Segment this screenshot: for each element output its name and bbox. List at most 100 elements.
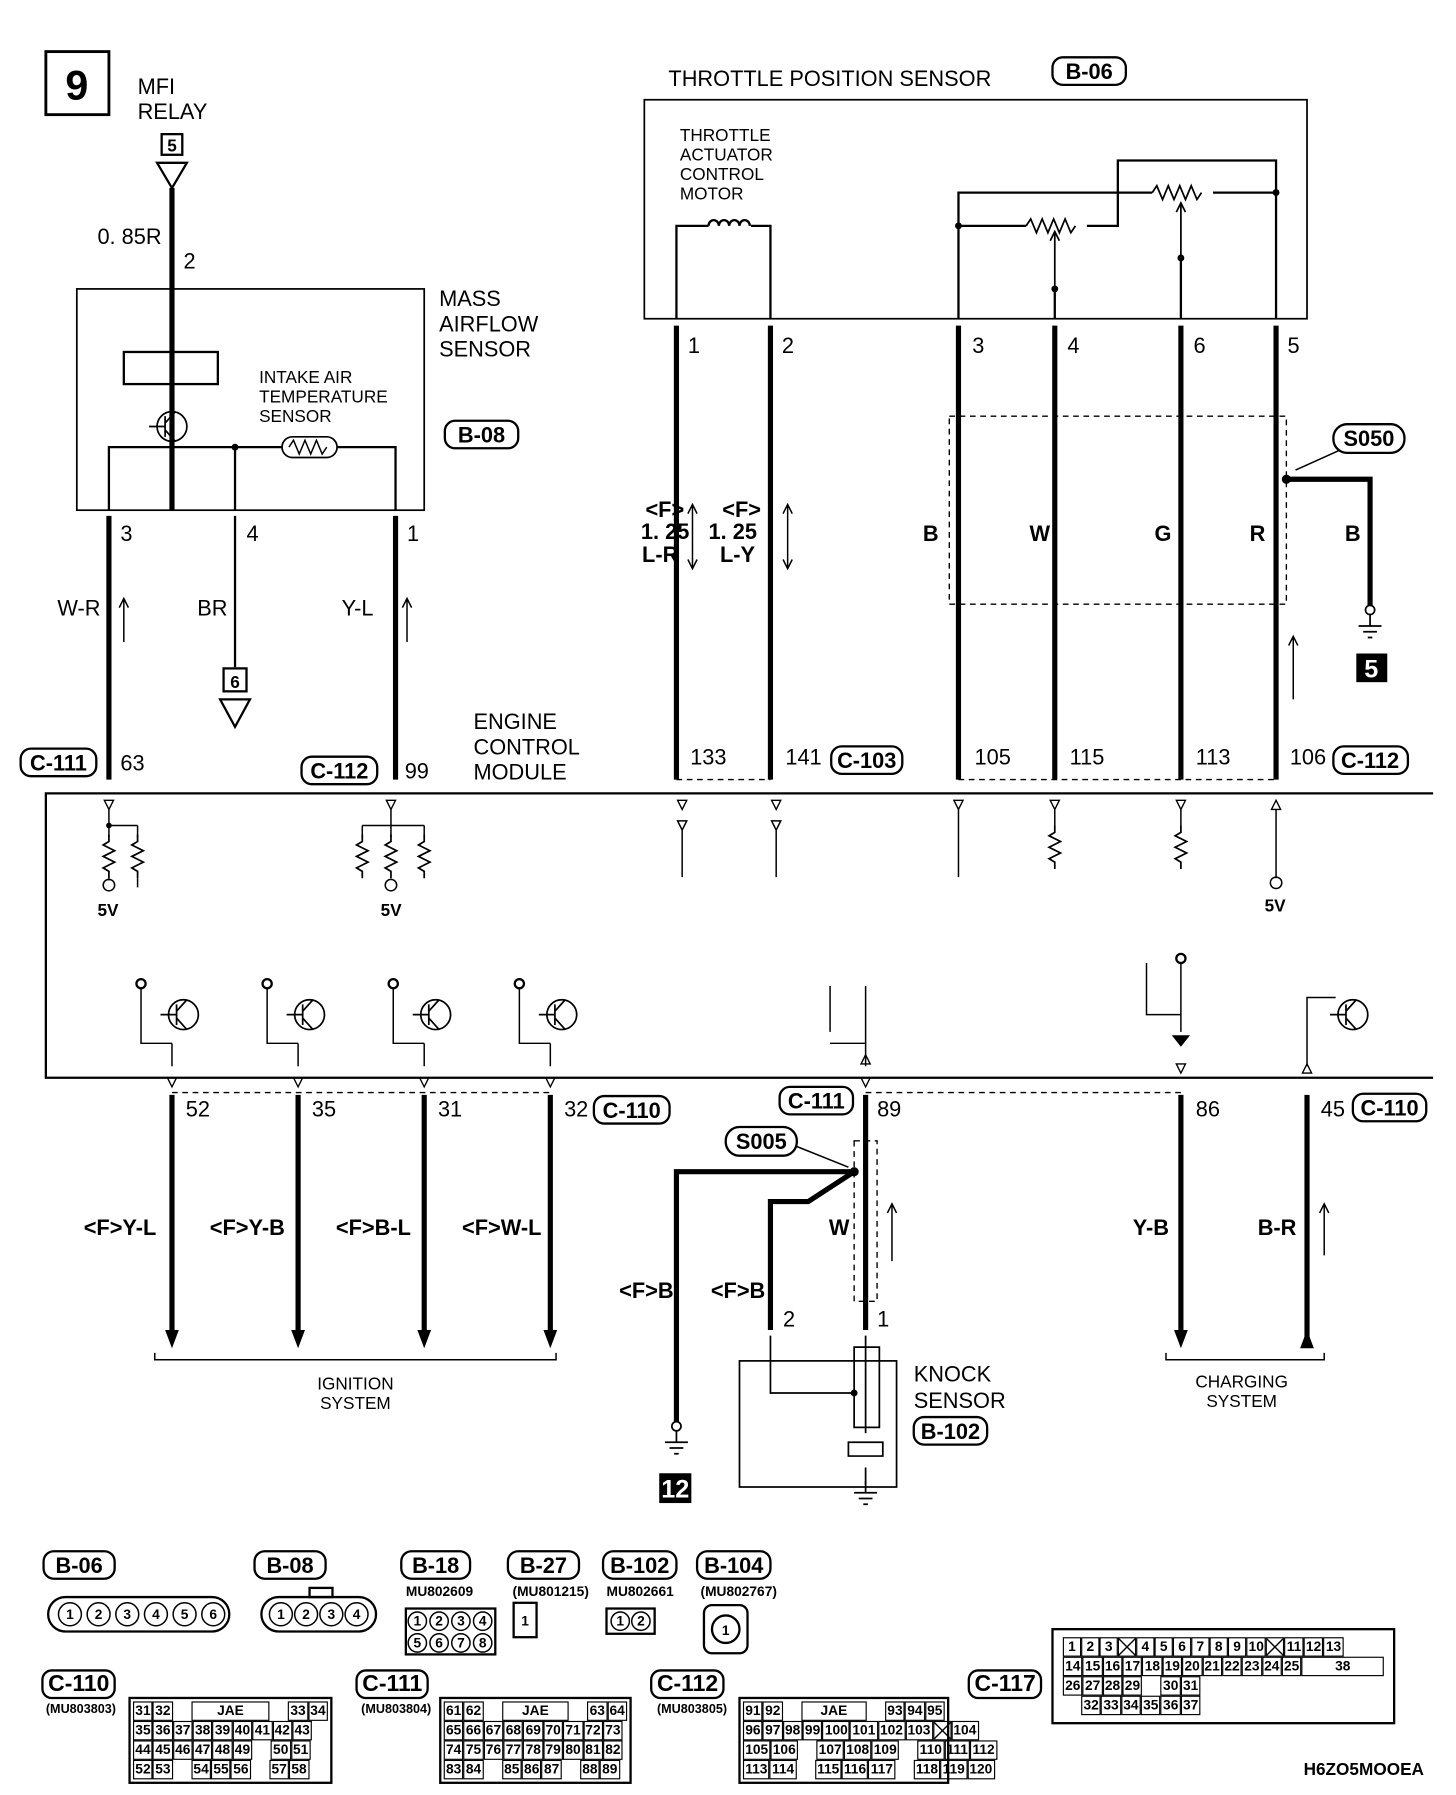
connector-c111-part: (MU803804) <box>361 1702 432 1717</box>
ecm-internal-circuits: 5V 5V 5V <box>97 798 1369 1089</box>
connector-cavity: 111 <box>944 1740 971 1760</box>
ecm-connector-c110: C-110 <box>592 1094 671 1125</box>
connector-pin <box>407 1611 428 1632</box>
connector-c111-label: C-111 <box>355 1669 430 1700</box>
connector-cavity: 107 <box>816 1740 844 1760</box>
ecm-connector-c111: C-111 <box>19 747 98 778</box>
connector-pin-number: 1 <box>277 1607 285 1622</box>
ecm-pin-45: 45 <box>1321 1097 1345 1122</box>
connector-cavity: 100 <box>822 1720 851 1741</box>
connector-cavity: 44 <box>132 1740 153 1760</box>
svg-text:B-08: B-08 <box>266 1553 313 1578</box>
potentiometer-icon <box>1151 183 1203 202</box>
connector-pin-number: 2 <box>302 1607 310 1622</box>
connector-cavity: 16 <box>1102 1656 1123 1677</box>
ecm-5v-label: 5V <box>97 900 119 920</box>
motor-label-2: ACTUATOR <box>680 145 773 165</box>
svg-text:C-111: C-111 <box>30 750 87 775</box>
ground-pin-6: 6 <box>230 672 240 692</box>
ecm-pin-113: 113 <box>1196 745 1231 770</box>
connector-cavity: 34 <box>1120 1695 1141 1716</box>
charging-label-2: SYSTEM <box>1206 1391 1277 1411</box>
connector-cavity: 101 <box>850 1720 878 1741</box>
mfi-relay-label: MFI <box>138 74 175 99</box>
wire-color-b-ground: B <box>1345 521 1361 546</box>
iat-label-3: SENSOR <box>259 406 332 426</box>
connector-b27-label: B-27 <box>506 1550 581 1580</box>
tps-connector-badge: B-06 <box>1051 56 1128 86</box>
connector-cavity: 112 <box>970 1740 997 1760</box>
wire-color-r: R <box>1250 521 1266 546</box>
connector-cavity: 116 <box>841 1759 869 1780</box>
connector-pin-number: 8 <box>479 1636 487 1651</box>
connector-cavity: 27 <box>1082 1676 1103 1696</box>
wire-color-y-b-ign: <F>Y-B <box>210 1215 285 1240</box>
tps-title: THROTTLE POSITION SENSOR <box>668 66 991 91</box>
ecm-label-2: CONTROL <box>474 734 580 759</box>
wire-color-y-l-ign: <F>Y-L <box>84 1215 157 1240</box>
connector-cavity: 18 <box>1142 1656 1163 1677</box>
connector-cavity: 81 <box>583 1740 603 1760</box>
cavity-gap <box>798 1740 816 1759</box>
connector-cavity: 69 <box>523 1720 544 1741</box>
splice-s005: S005 <box>724 1125 798 1157</box>
connector-pin <box>472 1611 493 1632</box>
svg-text:B-102: B-102 <box>610 1553 669 1578</box>
connector-cavity: 106 <box>770 1740 799 1760</box>
connector-cavity: 85 <box>501 1759 522 1780</box>
connector-pin-number: 4 <box>479 1614 487 1629</box>
connector-cavity: 50 <box>270 1740 291 1760</box>
connector-cavity: JAE <box>191 1701 270 1721</box>
connector-cavity: 45 <box>152 1740 173 1760</box>
ecm-pin-89: 89 <box>877 1097 901 1122</box>
connector-cavity: 57 <box>269 1759 290 1780</box>
page-number: 9 <box>65 63 88 109</box>
cavity-gap <box>783 1701 801 1720</box>
connector-cavity: 41 <box>252 1720 273 1741</box>
connector-cavity: 73 <box>602 1720 623 1741</box>
connector-cavity: 67 <box>483 1720 504 1741</box>
connector-pin-number: 7 <box>457 1636 465 1651</box>
connector-cavity: 83 <box>443 1759 464 1780</box>
maf-pin-1: 1 <box>407 521 419 546</box>
connector-cavity: 52 <box>132 1759 153 1780</box>
tps-pin-2: 2 <box>782 333 794 358</box>
ecm-pin-32: 32 <box>564 1097 588 1122</box>
svg-text:B-06: B-06 <box>56 1553 103 1578</box>
connector-cavity: 118 <box>913 1759 941 1780</box>
splice-s050: S050 <box>1332 423 1406 455</box>
connector-b18-label: B-18 <box>400 1550 472 1580</box>
connector-b102-label: B-102 <box>601 1550 678 1580</box>
connector-cavity: 8 <box>1209 1637 1228 1657</box>
ground-icon <box>853 1480 878 1506</box>
wire-color-b: B <box>923 521 939 546</box>
connector-pin-number: 3 <box>328 1607 336 1622</box>
connector-pin <box>429 1633 450 1653</box>
tps-pin-1: 1 <box>688 333 700 358</box>
connector-cavity: 80 <box>563 1740 584 1760</box>
connector-cavity: 37 <box>1180 1695 1201 1716</box>
cavity-gap <box>251 1760 269 1779</box>
connector-cavity: 89 <box>599 1759 620 1780</box>
connector-cavity: 92 <box>762 1701 783 1721</box>
connector-cavity: 1 <box>1062 1637 1082 1657</box>
ecm-pin-35: 35 <box>312 1097 336 1122</box>
knock-wires <box>673 1169 856 1422</box>
connector-b08-label: B-08 <box>253 1550 327 1580</box>
cavity-gap <box>895 1760 913 1779</box>
svg-text:B-06: B-06 <box>1066 59 1113 84</box>
motor-label-3: CONTROL <box>680 164 764 184</box>
mfi-relay-label-2: RELAY <box>138 99 208 124</box>
connector-cavity: 36 <box>1160 1695 1181 1716</box>
cavity-gap <box>252 1740 270 1759</box>
cavity-gap <box>899 1740 917 1759</box>
connector-pin-number: 2 <box>435 1614 443 1629</box>
